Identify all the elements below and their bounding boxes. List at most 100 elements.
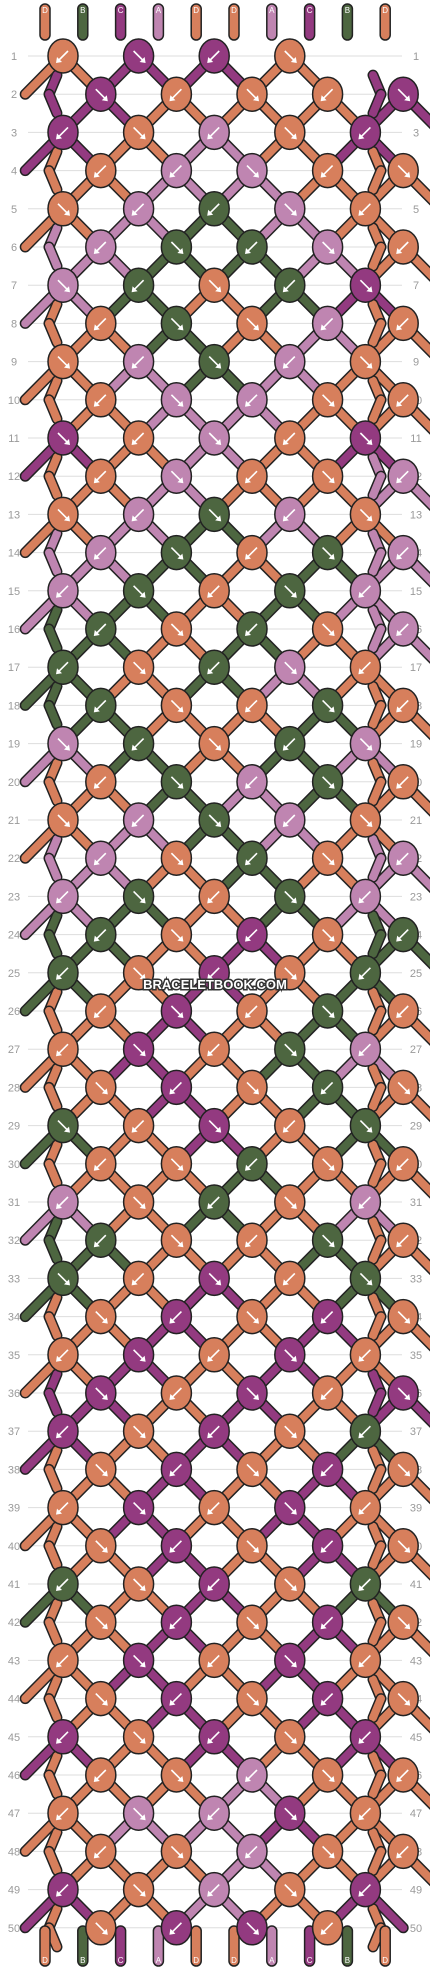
bottom-strand [341,1925,354,1967]
knot [85,1910,117,1946]
knot [387,76,419,112]
knot-arrow [57,203,69,215]
knot [311,611,344,647]
knot-arrow [284,356,296,368]
top-strand-letter: B [345,6,350,15]
knot [198,573,230,609]
knot [387,1680,419,1717]
knot-arrow [322,776,334,788]
knot-arrow [57,967,69,979]
knot-arrow [359,1272,371,1284]
knot-arrow [208,126,220,138]
knot [122,1566,155,1602]
knot-arrow [246,776,258,788]
row-number-left: 40 [8,1541,20,1553]
knot [198,1871,230,1908]
knot-arrow [57,126,69,138]
knot-arrow-head [56,1585,62,1591]
knot [122,649,155,685]
knot-arrow-head [328,400,335,407]
row-number-left: 12 [8,471,20,483]
row-number-right: 3 [413,127,419,139]
knot-arrow [284,1120,296,1132]
knot-arrow-head [56,57,62,63]
knot-arrow [57,356,69,368]
knot-arrow [57,50,69,62]
row-number-left: 50 [8,1923,20,1935]
knot-arrow [208,661,220,673]
row-number-right: 47 [410,1808,422,1820]
knot-arrow [170,623,182,635]
watermark-text: BRACELETBOOK.COM [143,977,287,992]
knot-arrow [397,1387,409,1399]
knot-arrow [322,1463,334,1475]
bottom-strand [152,1925,165,1967]
knot-arrow-head [93,1012,100,1018]
knot [311,1910,344,1946]
knot-arrow-head [320,1088,327,1095]
knot-arrow-head [328,248,335,254]
knot-arrow [246,1616,258,1628]
knot [198,1031,230,1067]
knot-arrow [133,432,145,444]
knot [47,1719,79,1755]
knot-arrow [397,317,409,329]
knot-arrow-head [177,553,184,560]
knot [122,1260,155,1297]
knot-arrow [170,1845,182,1857]
row-number-right: 41 [410,1579,422,1591]
knot-arrow-head [358,973,365,980]
knot-arrow-head [93,400,100,407]
knot-arrow [397,1081,409,1093]
knot-arrow-head [320,171,327,178]
knot-arrow [208,1120,220,1132]
knot-arrow [322,547,334,559]
knot-arrow-head [328,630,335,636]
knot-arrow [246,1845,258,1857]
knot-arrow-head [101,1546,108,1553]
knot-arrow [57,279,69,291]
bottom-strand-letter: B [345,1956,350,1965]
knot [122,573,155,609]
knot [198,802,230,838]
knot [198,1260,230,1297]
knot [236,1222,268,1258]
top-strand [39,3,51,41]
knot-arrow-head [139,668,146,675]
knot-arrow-head [215,515,222,522]
knot [198,1566,230,1602]
knot-arrow-head [177,400,184,407]
knot-arrow [246,394,258,406]
knot-arrow-head [131,1126,138,1133]
knot-arrow [133,508,145,520]
knot-arrow-head [215,439,222,445]
knot-arrow [133,1349,145,1361]
knot [47,1413,79,1449]
knot-arrow [133,1043,145,1055]
knot [387,1375,419,1411]
knot-arrow-head [207,209,214,216]
knot [274,1871,306,1908]
row-number-left: 1 [11,51,17,63]
knot-arrow [284,508,296,520]
knot [311,1604,344,1640]
bottom-strand-letter: A [269,1956,275,1965]
knot-arrow-head [56,668,62,675]
knot-arrow-head [207,1203,214,1209]
knot-arrow-head [101,95,108,102]
knot [387,1604,419,1640]
top-strand-letter: D [382,6,388,15]
knot-arrow [95,776,107,788]
knot-arrow-head [169,1546,176,1553]
knot-arrow [322,1845,334,1857]
knot-arrow [133,967,145,979]
knot [311,229,344,265]
knot-arrow-head [64,1126,70,1133]
knot-arrow-head [215,744,222,751]
knot-arrow-head [207,1585,214,1591]
knot-arrow-head [404,1317,411,1324]
knot-arrow [95,470,107,482]
row-number-right: 39 [410,1503,422,1515]
thread-segment [45,1312,61,1340]
